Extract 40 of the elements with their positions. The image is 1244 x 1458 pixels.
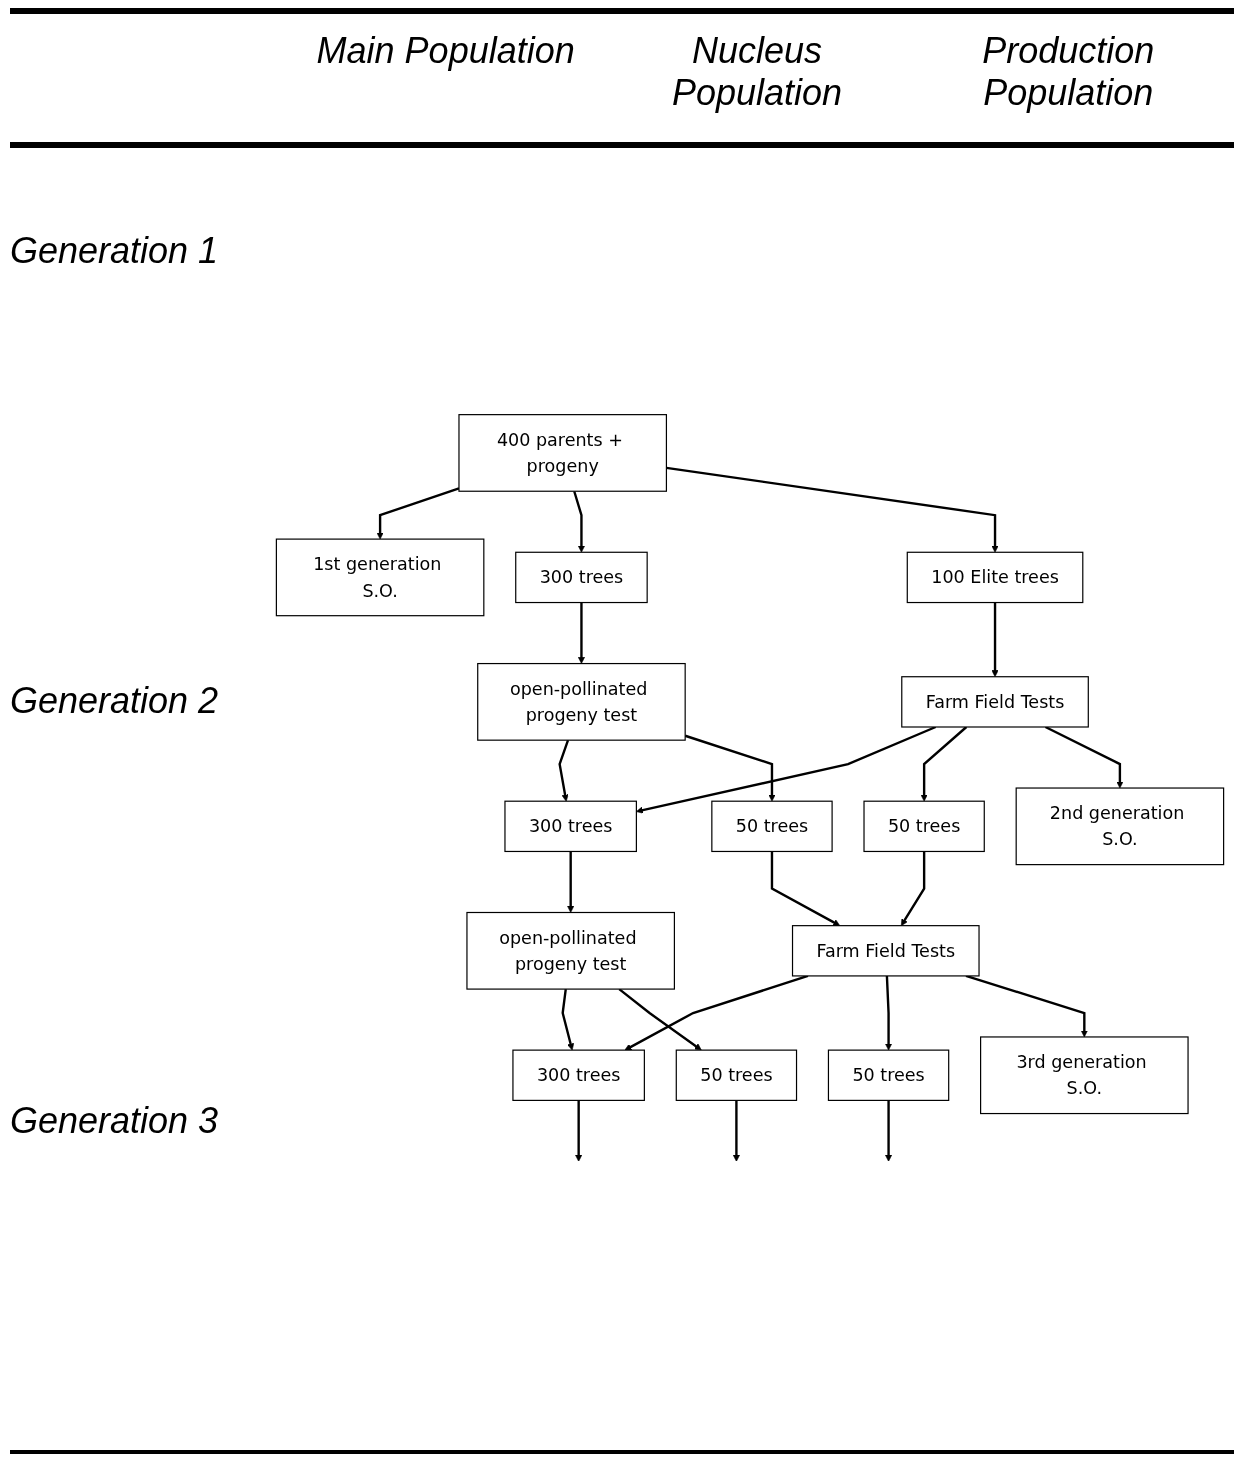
node-box: 50 trees: [711, 800, 833, 853]
row-heading: Generation 1: [10, 230, 219, 272]
arrow: [624, 974, 809, 1051]
arrow: [666, 466, 999, 553]
arrow: [561, 988, 575, 1051]
column-heading: Main Population: [315, 30, 576, 73]
arrow: [885, 1100, 893, 1162]
arrow: [770, 851, 841, 926]
node-box: 50 trees: [863, 800, 985, 853]
node-box: 300 trees: [512, 1049, 645, 1101]
node-box: 300 trees: [515, 551, 648, 604]
row-heading: Generation 3: [10, 1100, 219, 1142]
node-box: 400 parents + progeny: [458, 414, 667, 492]
node-box: 100 Elite trees: [906, 551, 1084, 604]
node-box: 1st generation S.O.: [275, 538, 485, 617]
node-box: 300 trees: [504, 800, 637, 853]
arrow: [885, 975, 893, 1051]
node-box: Farm Field Tests: [791, 925, 980, 977]
arrow: [573, 490, 585, 553]
arrow: [920, 726, 968, 802]
arrow: [577, 602, 585, 664]
node-box: 50 trees: [675, 1049, 798, 1101]
node-box: 2nd generation S.O.: [1015, 787, 1225, 866]
node-box: open-pollinated progeny test: [477, 662, 686, 741]
arrow: [376, 487, 460, 540]
node-box: Farm Field Tests: [901, 676, 1089, 728]
arrow: [965, 974, 1088, 1038]
node-box: 3rd generation S.O.: [980, 1036, 1189, 1115]
arrow: [900, 851, 926, 926]
arrow: [991, 602, 999, 678]
arrow: [567, 851, 575, 913]
node-box: 50 trees: [827, 1049, 950, 1101]
arrow: [558, 739, 570, 802]
row-heading: Generation 2: [10, 680, 219, 722]
column-heading: Production Population: [981, 30, 1156, 114]
arrow: [575, 1100, 583, 1162]
arrow: [732, 1100, 740, 1162]
arrow: [618, 988, 702, 1051]
node-box: open-pollinated progeny test: [466, 911, 675, 990]
column-heading: Nucleus Population: [670, 30, 844, 114]
